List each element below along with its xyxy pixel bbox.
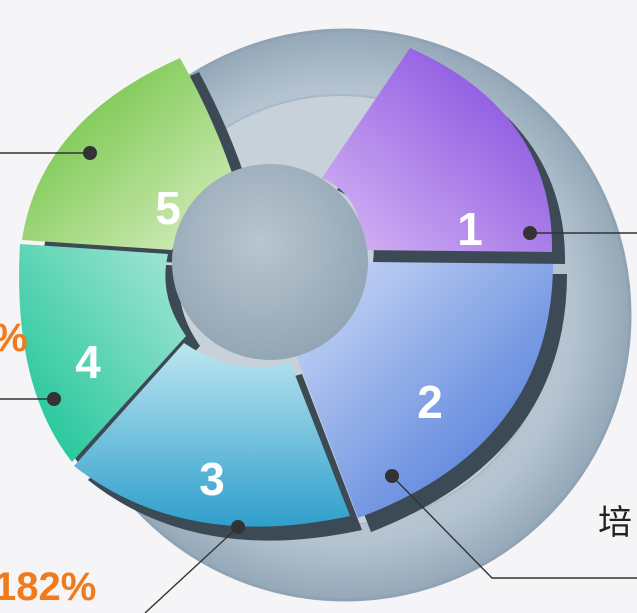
segment-5-label: 5 xyxy=(155,182,181,234)
marker-dot-4 xyxy=(47,392,61,406)
segment-5 xyxy=(22,58,235,250)
leader-line-3 xyxy=(144,526,239,613)
percent-bottom: 182% xyxy=(0,565,97,609)
marker-dot-3 xyxy=(231,520,245,534)
segment-4-label: 4 xyxy=(75,336,101,388)
segment-2 xyxy=(296,262,553,518)
marker-dot-1 xyxy=(523,226,537,240)
segment-3 xyxy=(74,343,350,527)
segment-1-label: 1 xyxy=(457,203,483,255)
segment-4 xyxy=(19,244,186,462)
segment-2-label: 2 xyxy=(417,376,443,428)
center-hub xyxy=(172,164,368,360)
marker-dot-5 xyxy=(83,146,97,160)
segment-3-label: 3 xyxy=(199,453,225,505)
percent-left: % xyxy=(0,318,28,358)
side-text: 培 xyxy=(598,503,632,543)
segment-1 xyxy=(322,48,553,252)
leader-line-2 xyxy=(391,475,637,579)
marker-dot-2 xyxy=(385,469,399,483)
